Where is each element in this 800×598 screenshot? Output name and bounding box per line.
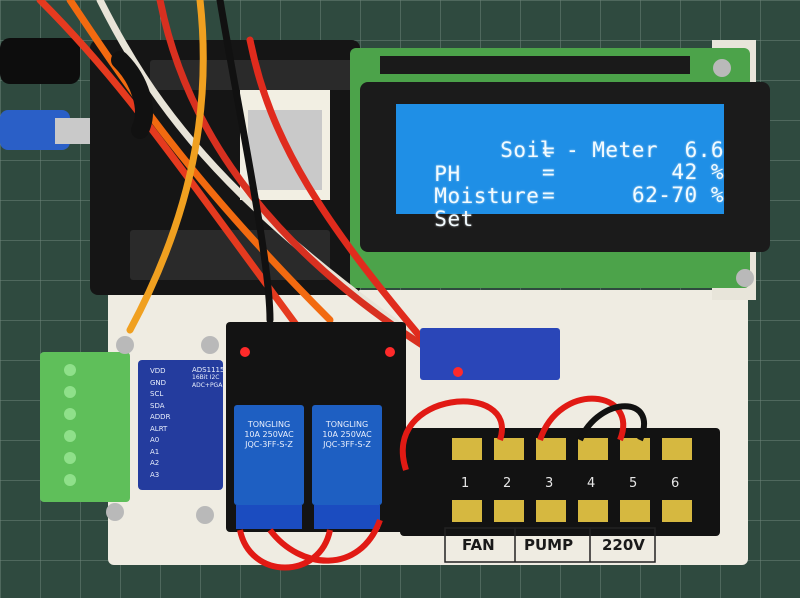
relay-2-brand: TONGLING bbox=[325, 420, 369, 429]
usb-cable-blue bbox=[0, 110, 70, 150]
relay-2-rating: 10A 250VAC bbox=[322, 430, 372, 439]
level-shifter-board bbox=[420, 328, 560, 380]
relay-2 bbox=[312, 405, 382, 505]
lcd-set-eq: = bbox=[542, 183, 556, 207]
lcd-ph-eq: = bbox=[542, 138, 556, 162]
lcd-header-strip bbox=[380, 56, 690, 74]
green-terminal-block bbox=[40, 352, 130, 502]
terminal-number: 2 bbox=[503, 476, 512, 491]
ads1115-board bbox=[138, 360, 223, 490]
adc-pin-label: VDD bbox=[150, 367, 166, 375]
green-terminal-screws bbox=[64, 364, 76, 486]
adc-pin-label: ALRT bbox=[150, 424, 168, 433]
relay-terminals bbox=[236, 505, 380, 529]
terminal-screws-top bbox=[452, 438, 692, 460]
lcd-moisture-label: Moisture bbox=[434, 184, 540, 208]
led-red-1 bbox=[240, 347, 250, 357]
lcd-set-value: 62-70 % bbox=[631, 183, 724, 207]
lcd-line-1: Soil - Meter bbox=[408, 114, 724, 162]
lcd-moisture-eq: = bbox=[542, 160, 556, 184]
terminal-number: 1 bbox=[461, 476, 470, 491]
lcd-line-2: PH = 6.6 bbox=[408, 138, 724, 234]
terminal-number: 4 bbox=[587, 476, 596, 491]
terminal-number: 5 bbox=[629, 476, 638, 491]
led-red-3 bbox=[453, 367, 463, 377]
adc-pin-label: A3 bbox=[150, 470, 160, 479]
relay-1-text: TONGLING 10A 250VAC JQC-3FF-S-Z bbox=[238, 420, 300, 450]
adc-pin-label: SDA bbox=[150, 401, 165, 410]
relay-2-text: TONGLING 10A 250VAC JQC-3FF-S-Z bbox=[316, 420, 378, 450]
led-red-2 bbox=[385, 347, 395, 357]
relay-2-model: JQC-3FF-S-Z bbox=[323, 440, 371, 449]
adc-name: ADS1115 bbox=[192, 366, 225, 374]
adc-pin-label: A1 bbox=[150, 447, 160, 456]
relay-1-rating: 10A 250VAC bbox=[244, 430, 294, 439]
terminal-number: 6 bbox=[671, 476, 680, 491]
relay-1-model: JQC-3FF-S-Z bbox=[245, 440, 293, 449]
adc-desc: 16Bit I2C ADC+PGA bbox=[192, 374, 223, 389]
terminal-label-lines bbox=[444, 527, 656, 563]
wire-bundle bbox=[36, 0, 444, 364]
label-fan: FAN bbox=[462, 536, 495, 554]
lcd-title: Soil - Meter bbox=[500, 138, 658, 162]
lcd-set-label: Set bbox=[434, 207, 474, 231]
adc-pin-label: A0 bbox=[150, 436, 160, 444]
lcd-moisture-value: 42 % bbox=[671, 160, 724, 184]
lcd-ph-label: PH bbox=[434, 162, 461, 186]
adc-pin-label: GND bbox=[150, 378, 167, 387]
label-220v: 220V bbox=[602, 536, 645, 554]
lcd-ph-value: 6.6 bbox=[684, 138, 724, 162]
relay-1 bbox=[234, 405, 304, 505]
label-pump: PUMP bbox=[524, 536, 574, 554]
lcd-line-4: Set = 62-70 % bbox=[408, 183, 724, 279]
adc-pin-label: ADDR bbox=[150, 413, 171, 421]
lcd-line-3: Moisture = 42 % bbox=[408, 160, 724, 256]
relay-1-brand: TONGLING bbox=[247, 420, 291, 429]
mounting-screws bbox=[106, 59, 754, 524]
lcd-screen bbox=[396, 104, 724, 214]
adc-pin-label: SCL bbox=[150, 390, 164, 398]
black-wire-loop bbox=[577, 403, 647, 442]
red-power-wires bbox=[237, 395, 627, 571]
adc-title: ADS1115 16Bit I2C ADC+PGA bbox=[192, 366, 225, 390]
barrel-jack bbox=[0, 38, 80, 84]
adc-pin-label: A2 bbox=[150, 459, 160, 467]
terminal-number: 3 bbox=[545, 476, 554, 491]
terminal-screws-bottom bbox=[452, 500, 692, 522]
